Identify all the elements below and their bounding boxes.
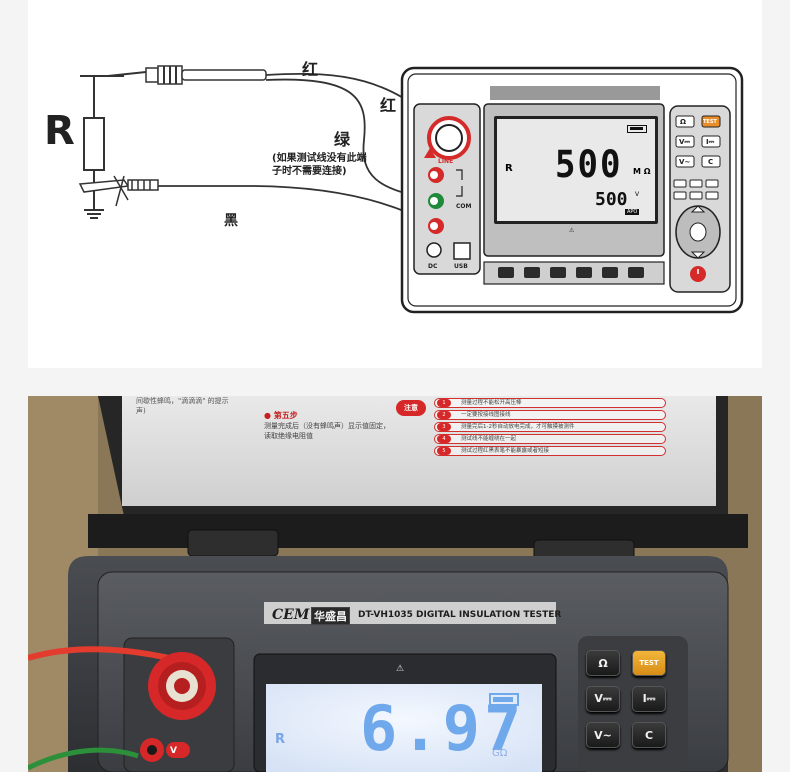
product-photo: 间歇性蜂鸣，"滴滴滴" 的提示声) ● 第五步 测量完成后（没有蜂鸣声）显示值固…	[28, 396, 762, 772]
diagram-key-vac: V~	[679, 158, 691, 166]
brand-logo: CEM	[272, 607, 310, 623]
diagram-key-test: TEST	[703, 119, 717, 125]
wiring-diagram: R 红 红 绿 (如果测试线没有此端子时不需要连接) 黑 LINE V G E …	[28, 0, 762, 368]
green-wire-note: (如果测试线没有此端子时不需要连接)	[272, 153, 367, 177]
lcd-r-indicator: R	[505, 163, 513, 174]
warning-icon: ⚠	[396, 664, 405, 674]
terminal-v-label: V	[432, 171, 437, 178]
terminal-e-label: E	[432, 222, 437, 229]
red-probe	[107, 65, 267, 85]
brand-logo-cn: 华盛昌	[311, 607, 350, 625]
ac-voltage-key[interactable]: V~	[586, 722, 620, 748]
black-wire-label: 黑	[224, 213, 238, 229]
lcd-r-indicator: R	[275, 732, 286, 747]
model-name: DT-VH1035 DIGITAL INSULATION TESTER	[358, 610, 562, 620]
diagram-key-c: C	[708, 158, 714, 166]
lcd-main-reading: 500	[555, 143, 623, 187]
diagram-key-ohm: Ω	[680, 118, 686, 126]
red-wire-label-2: 红	[380, 96, 397, 115]
red-wire-label: 红	[302, 60, 319, 79]
test-key[interactable]: TEST	[632, 650, 666, 676]
resistor-label: R	[44, 108, 75, 154]
instruction-step-text: 测量完成后（没有蜂鸣声）显示值固定，读取绝缘电阻值	[264, 422, 390, 440]
green-wire-label: 绿	[334, 130, 351, 149]
terminal-usb-label: USB	[454, 263, 468, 270]
terminal-com-label: COM	[456, 203, 472, 210]
lcd-unit: GΩ	[492, 748, 508, 759]
black-clip	[78, 175, 159, 207]
terminal-v-label: V	[170, 746, 177, 756]
diagram-lcd-screen: R 500 M Ω 500 V APO	[494, 116, 658, 224]
terminals	[424, 116, 471, 260]
key-panel	[673, 115, 721, 282]
diagram-key-vdc: V⎓	[679, 138, 691, 146]
diagram-key-idc: I⎓	[706, 138, 715, 146]
lcd-main-unit: M Ω	[633, 167, 651, 176]
battery-icon	[627, 125, 647, 133]
notice-badge: 注意	[396, 400, 426, 416]
c-key[interactable]: C	[632, 722, 666, 748]
lcd-apo-tag: APO	[625, 209, 640, 215]
instruction-step-title: ● 第五步	[264, 411, 298, 420]
instruction-top-text: 间歇性蜂鸣，"滴滴滴" 的提示声)	[136, 397, 229, 415]
lcd-sub-reading: 500	[595, 189, 628, 210]
dc-current-key[interactable]: I⎓	[632, 686, 666, 712]
warning-icon: ⚠	[569, 227, 575, 234]
terminal-line-label: LINE	[438, 158, 454, 165]
lcd-reading: 6.97	[360, 692, 526, 765]
lcd-sub-unit: V	[635, 191, 640, 198]
dc-voltage-key[interactable]: V⎓	[586, 686, 620, 712]
terminal-g-label: G	[432, 197, 437, 204]
terminal-dc-label: DC	[428, 263, 438, 270]
ohm-key[interactable]: Ω	[586, 650, 620, 676]
resistor-symbol	[83, 117, 105, 171]
